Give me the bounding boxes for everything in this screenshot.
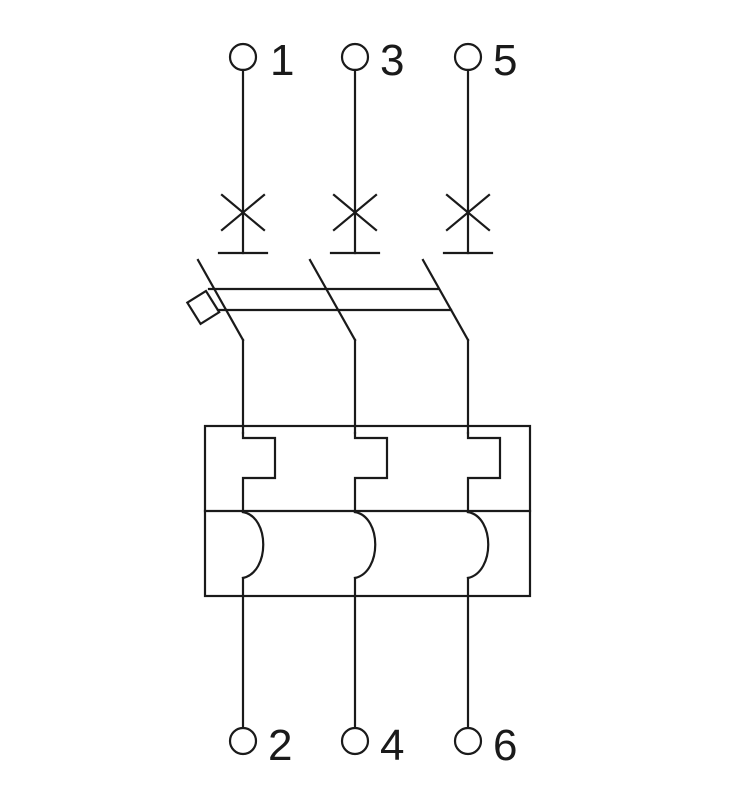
line-terminal-label-1: 1	[270, 36, 294, 85]
pole-3: 5 6	[421, 36, 517, 770]
thermal-element-3	[466, 431, 502, 514]
load-terminal-2	[228, 726, 258, 756]
breaker-contact-2	[308, 258, 357, 435]
isolator-symbol-2	[329, 193, 381, 255]
line-terminal-label-5: 5	[493, 36, 517, 85]
line-terminal-1	[228, 42, 258, 72]
trip-unit-enclosure	[203, 424, 532, 598]
magnetic-trip-element-1	[241, 510, 265, 730]
isolator-symbol-3	[442, 193, 494, 255]
pole-2: 3 4	[308, 36, 404, 770]
line-terminal-3	[340, 42, 370, 72]
breaker-contact-1	[196, 258, 245, 435]
mechanical-linkage	[207, 287, 453, 312]
pole-1: 1 2	[196, 36, 294, 770]
thermal-element-1	[241, 431, 277, 514]
load-terminal-4	[340, 726, 370, 756]
manual-operator-box	[185, 289, 221, 326]
magnetic-trip-element-2	[353, 510, 377, 730]
load-terminal-label-2: 2	[268, 721, 292, 770]
load-terminal-label-4: 4	[380, 721, 404, 770]
line-terminal-label-3: 3	[380, 36, 404, 85]
magnetic-trip-element-3	[466, 510, 490, 730]
thermal-element-2	[353, 431, 389, 514]
line-terminal-5	[453, 42, 483, 72]
breaker-contact-3	[421, 258, 470, 435]
load-terminal-6	[453, 726, 483, 756]
load-terminal-label-6: 6	[493, 721, 517, 770]
isolator-symbol-1	[217, 193, 269, 255]
